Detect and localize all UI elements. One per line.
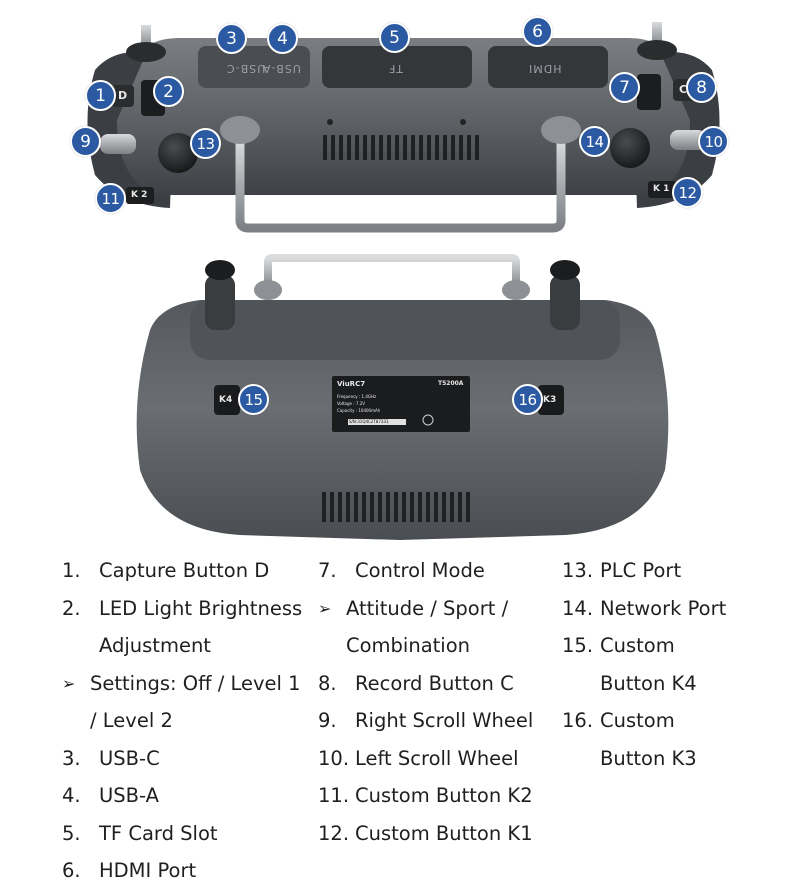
capture-button-d [112, 85, 134, 107]
controller-illustration [87, 22, 720, 540]
legend-item: ➢Settings: Off / Level 1 [62, 671, 301, 695]
legend-item: 13.PLC Port [562, 559, 682, 583]
callout-badge: 9 [70, 126, 101, 157]
serial-marking: S/N:31Q4C2T87331 [349, 419, 389, 424]
usb-a-marking: USB-A [262, 62, 301, 75]
spec-label-plate [332, 376, 470, 432]
screw [460, 119, 466, 125]
button-c-marking: C [679, 83, 688, 96]
callout-badge: 7 [609, 72, 640, 103]
k4-marking: K4 [219, 395, 233, 405]
callout-badge: 6 [522, 16, 553, 47]
callout-badge: 5 [379, 22, 410, 53]
left-scroll-wheel [670, 130, 706, 150]
k4-button-back [214, 385, 240, 415]
legend: 1.Capture Button D 2.LED Light Brightnes… [0, 552, 807, 892]
tf-panel [322, 46, 472, 88]
callout-badge: 16 [512, 384, 543, 415]
hdmi-panel [488, 46, 608, 88]
k2-marking: K 2 [131, 190, 148, 200]
k3-marking: K3 [543, 395, 557, 405]
serial-barcode [348, 419, 406, 425]
legend-column-1: 1.Capture Button D 2.LED Light Brightnes… [62, 552, 312, 890]
bullet-arrow-icon: ➢ [318, 598, 332, 618]
legend-item: ➢Attitude / Sport / [318, 596, 509, 620]
legend-item: Button K3 [600, 746, 697, 770]
back-vent [322, 492, 470, 522]
callout-badge: 1 [85, 80, 116, 111]
legend-item: 6.HDMI Port [62, 859, 197, 883]
control-mode-switch [637, 74, 661, 110]
legend-item: Combination [346, 634, 470, 658]
usb-panel [198, 46, 310, 88]
callout-badge: 13 [190, 128, 221, 159]
callout-badge: 12 [672, 177, 703, 208]
k1-marking: K 1 [653, 184, 670, 194]
usb-c-marking: USB-C [226, 62, 266, 75]
spec-voltage: Voltage : 7.2V [337, 401, 365, 406]
handle-top [220, 116, 581, 233]
hdmi-marking: HDMI [528, 62, 562, 75]
legend-item: 16.Custom [562, 709, 675, 733]
button-d-marking: D [118, 89, 128, 102]
k2-button-top [126, 187, 154, 204]
callout-badge: 11 [95, 183, 126, 214]
legend-item: 4.USB-A [62, 784, 159, 808]
legend-item: 11.Custom Button K2 [318, 784, 533, 808]
callout-badge: 2 [153, 76, 184, 107]
legend-item: Button K4 [600, 671, 697, 695]
legend-item: / Level 2 [90, 709, 173, 733]
bullet-arrow-icon: ➢ [62, 673, 76, 693]
legend-item: 9.Right Scroll Wheel [318, 709, 534, 733]
controller-figure: USB-C USB-A TF HDMI D C K 2 K 1 K4 K3 Vi… [70, 16, 729, 540]
callout-badge: 3 [216, 23, 247, 54]
spec-frequency: Frequency : 1.4GHz [337, 394, 377, 399]
top-vent [323, 135, 479, 160]
legend-item: 12.Custom Button K1 [318, 821, 533, 845]
back-right-stick [550, 260, 580, 330]
callout-badge: 4 [267, 23, 298, 54]
back-view [136, 254, 669, 540]
callout-badge: 15 [238, 384, 269, 415]
right-scroll-wheel [100, 134, 136, 154]
plc-port-cap [158, 133, 198, 173]
callout-badge: 14 [579, 126, 610, 157]
legend-column-3: 13.PLC Port 14.Network Port 15.Custom Bu… [562, 552, 802, 777]
top-view [87, 22, 720, 233]
legend-item: 15.Custom [562, 634, 675, 658]
k1-button-top [648, 181, 676, 198]
network-port-cap [610, 128, 650, 168]
legend-item: 3.USB-C [62, 746, 160, 770]
legend-item: Adjustment [99, 634, 211, 658]
spec-capacity: Capacity : 10400mAh [337, 408, 381, 413]
legend-column-2: 7.Control Mode ➢Attitude / Sport / Combi… [318, 552, 558, 852]
callout-badge: 10 [698, 126, 729, 157]
legend-item: 10.Left Scroll Wheel [318, 746, 519, 770]
tf-marking: TF [388, 62, 404, 75]
callout-badge: 8 [686, 72, 717, 103]
legend-item: 5.TF Card Slot [62, 821, 218, 845]
handle-back [254, 254, 530, 300]
left-stick-top [126, 25, 166, 62]
right-stick-top [637, 22, 677, 60]
model-marking: ViuRC7 [337, 380, 366, 388]
screw [327, 119, 333, 125]
legend-item: 1.Capture Button D [62, 559, 270, 583]
back-left-stick [205, 260, 235, 330]
legend-item: 2.LED Light Brightness [62, 596, 303, 620]
recycle-mark [422, 414, 434, 426]
legend-item: 14.Network Port [562, 596, 727, 620]
back-upper-body [190, 300, 620, 360]
legend-item: 8.Record Button C [318, 671, 514, 695]
k3-button-back [538, 385, 564, 415]
legend-item: 7.Control Mode [318, 559, 485, 583]
model-code-marking: T5200A [438, 380, 464, 387]
